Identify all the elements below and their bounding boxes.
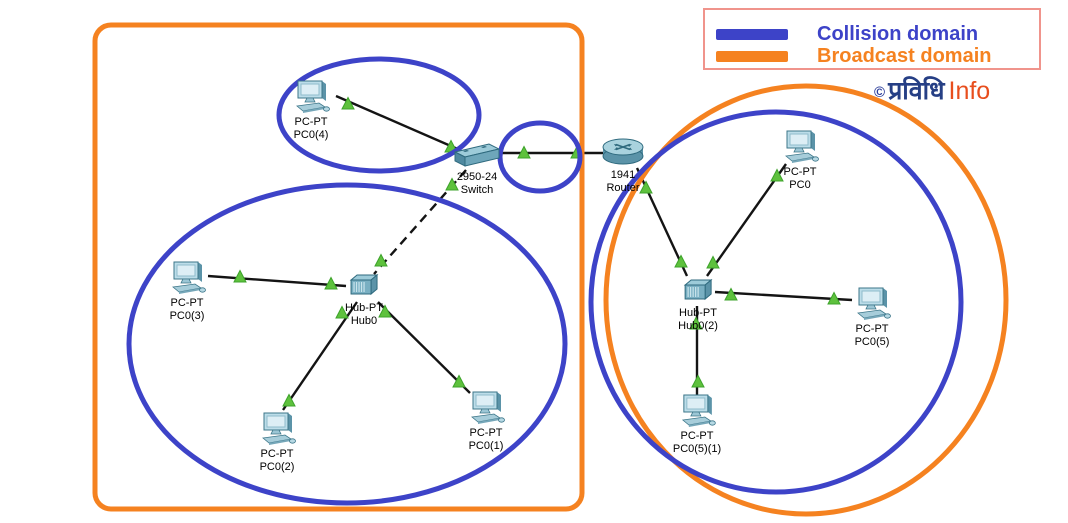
pc-icon [682,394,716,427]
device-hub0[interactable]: Hub-PT Hub0 [345,272,383,327]
link-pc0_4-switch[interactable] [335,94,461,152]
device-label: 1941 Router [606,169,639,194]
pc-icon [172,261,206,294]
device-name: PC0(5) [854,335,890,348]
broadcast-domain-label: Broadcast domain [817,45,992,67]
collision-domain-ellipse-pc0_4 [276,56,482,174]
link-pc0_3-hub0[interactable] [207,274,347,288]
switch-icon [454,143,500,167]
device-name: PC0(3) [169,309,205,322]
link-pc0-hub0_2[interactable] [706,163,787,277]
link-up-arrow-icon [674,255,688,268]
device-pc0_3[interactable]: PC-PT PC0(3) [167,261,207,322]
device-label: PC-PT PC0(5)(1) [673,430,721,455]
link-hub0_2-pc0_5[interactable] [714,290,853,302]
device-model: PC-PT [294,116,328,128]
broadcast-domain-ellipse-right [603,83,1009,517]
broadcast-domain-swatch [716,51,788,62]
device-pc0[interactable]: PC-PT PC0 [780,130,820,191]
watermark: © प्रविधि Info [874,78,990,105]
link-up-arrow-icon [691,375,705,388]
legend-row-collision: Collision domain [705,23,978,46]
device-model: Hub-PT [345,302,383,314]
watermark-brand: प्रविधि [888,77,945,105]
device-pc0_4[interactable]: PC-PT PC0(4) [291,80,331,141]
hub-icon [349,273,379,296]
collision-domain-label: Collision domain [817,23,979,45]
legend-box: Collision domain Broadcast domain [703,8,1041,70]
device-hub0_2[interactable]: Hub-PT Hub0(2) [678,277,718,332]
pc-icon [296,80,330,113]
device-name: PC0(1) [468,439,504,452]
device-model: 2950-24 [456,171,498,183]
device-name: PC0(4) [293,128,329,141]
device-pc0_5_1[interactable]: PC-PT PC0(5)(1) [673,394,721,455]
device-model: 1941 [610,169,636,181]
device-model: PC-PT [170,297,204,309]
legend-row-broadcast: Broadcast domain [705,45,991,68]
collision-domain-swatch [716,29,788,40]
device-model: PC-PT [680,430,714,442]
device-router0[interactable]: 1941 Router [601,135,645,194]
pc-icon [262,412,296,445]
device-model: Hub-PT [679,307,717,319]
device-label: Hub-PT Hub0(2) [678,307,718,332]
link-hub0-pc0_2[interactable] [282,301,358,411]
pc-icon [857,287,891,320]
collision-domain-ellipse-hub0_2 [588,109,964,495]
device-name: Hub0 [350,314,378,327]
device-label: PC-PT PC0(3) [170,297,205,322]
device-model: PC-PT [783,166,817,178]
router-icon [602,138,644,165]
hub-icon [683,278,713,301]
copyright-icon: © [874,84,886,101]
device-name: Hub0(2) [678,319,718,332]
device-label: PC-PT PC0(5) [855,323,890,348]
link-up-arrow-icon [324,277,338,290]
pc-icon [471,391,505,424]
collision-domain-ellipse-switch-router [497,120,583,194]
device-name: Router [606,181,640,194]
device-pc0_5[interactable]: PC-PT PC0(5) [852,287,892,348]
link-hub0-pc0_1[interactable] [377,301,471,394]
watermark-suffix: Info [948,77,991,105]
device-pc0_1[interactable]: PC-PT PC0(1) [466,391,506,452]
device-model: PC-PT [855,323,889,335]
device-label: 2950-24 Switch [457,171,497,196]
device-model: PC-PT [260,448,294,460]
device-model: PC-PT [469,427,503,439]
device-label: Hub-PT Hub0 [345,302,383,327]
device-name: PC0(2) [259,460,295,473]
device-name: Switch [460,183,494,196]
device-label: PC-PT PC0 [784,166,817,191]
pc-icon [785,130,819,163]
broadcast-domain-rect-left [92,22,585,512]
device-label: PC-PT PC0(4) [294,116,329,141]
device-name: PC0(5)(1) [672,442,722,455]
device-label: PC-PT PC0(2) [260,448,295,473]
device-switch0[interactable]: 2950-24 Switch [454,143,500,196]
collision-domain-ellipse-hub0 [126,182,568,506]
device-name: PC0 [789,178,811,191]
link-up-arrow-icon [233,270,247,283]
device-pc0_2[interactable]: PC-PT PC0(2) [257,412,297,473]
device-label: PC-PT PC0(1) [469,427,504,452]
